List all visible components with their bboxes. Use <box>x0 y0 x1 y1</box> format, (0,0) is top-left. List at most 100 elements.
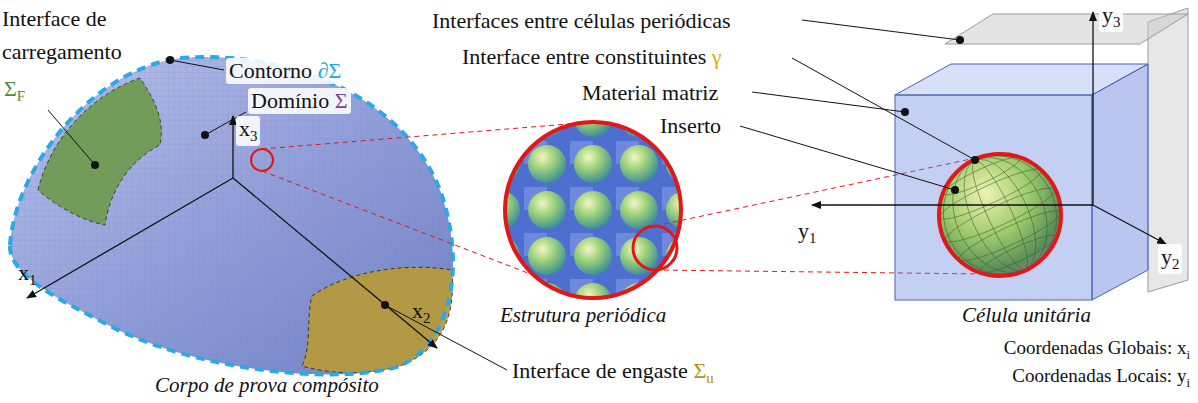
label-group: y2 <box>1158 244 1182 274</box>
axis-label: 1 <box>809 230 816 246</box>
matrix-plane <box>1092 64 1148 300</box>
note-label: x <box>1177 337 1187 358</box>
label-group: Célula unitária <box>962 300 1091 332</box>
loading-interface <box>38 78 161 225</box>
leader-dots <box>91 36 979 309</box>
interface-circle <box>939 154 1061 276</box>
leader-line <box>48 110 95 165</box>
axis-label: x <box>412 298 423 323</box>
note-label: i <box>1186 375 1190 390</box>
label-group: Interfaces entre células periódicas <box>432 4 731 37</box>
callout-label: Interface de carregamento <box>2 6 122 64</box>
axis-label: 3 <box>1113 14 1120 30</box>
label-group: x3 <box>236 116 260 146</box>
callout-label: Interface entre constituintes <box>462 44 706 69</box>
matrix-plane <box>895 64 1148 95</box>
axis-y1 <box>812 204 1093 205</box>
callout-label: Inserto <box>660 113 721 138</box>
callout-label: Σ <box>693 358 706 383</box>
leader-lines <box>48 20 975 370</box>
callout-label: ∂Σ <box>318 58 342 83</box>
symbol-label: F <box>17 88 25 104</box>
label-group: Inserto <box>660 109 721 142</box>
body-mesh <box>10 57 453 374</box>
leader-dot <box>901 108 909 116</box>
axis-x1 <box>27 178 233 298</box>
axis-label: 2 <box>423 310 430 326</box>
leader-dot <box>166 56 174 64</box>
axis-label: x <box>18 260 29 285</box>
leader-line <box>752 92 905 112</box>
label-group: y1 <box>798 214 816 250</box>
axis-label: 3 <box>250 128 257 144</box>
callout-label: γ <box>712 44 722 69</box>
body-contour <box>10 57 453 374</box>
insert-mesh <box>924 137 1076 293</box>
global-axes <box>27 116 437 348</box>
local-axes <box>812 12 1166 244</box>
label-group: Interface de engasteΣu <box>512 354 714 390</box>
leader-line <box>740 126 955 190</box>
leader-line <box>385 305 507 370</box>
note-label: Coordenadas Locais: <box>1012 365 1172 386</box>
clamp-interface <box>302 267 453 372</box>
body-fill <box>10 57 453 374</box>
periodic-outline <box>505 122 681 298</box>
label-group: Interface entre constituintesγ <box>462 40 722 73</box>
callout-label: Σ <box>335 88 348 113</box>
label-group: Contorno∂Σ <box>226 58 344 84</box>
callout-label: Material matriz <box>582 80 718 105</box>
unit-cell <box>895 8 1188 300</box>
note-label: i <box>1186 347 1190 362</box>
leader-dot <box>91 161 99 169</box>
periodic-structure <box>500 118 690 308</box>
label-group: y3 <box>1099 2 1123 32</box>
specimen-body <box>10 57 453 374</box>
callout-label: Interface de engaste <box>512 358 688 383</box>
label-group: x1 <box>18 256 36 292</box>
leader-dot <box>956 36 964 44</box>
label-group: Interface de carregamento <box>2 2 136 68</box>
leader-dot <box>201 131 209 139</box>
note-label: y <box>1177 365 1187 386</box>
leader-line <box>802 20 960 40</box>
matrix-plane <box>895 95 1092 300</box>
figure-caption: Estrutura periódica <box>500 303 666 327</box>
axis-label: 1 <box>29 272 36 288</box>
cell-zoom-circle <box>633 226 677 270</box>
leader-dot <box>951 186 959 194</box>
callout-label: Interfaces entre células periódicas <box>432 8 731 33</box>
callout-label: Domínio <box>251 88 329 113</box>
figure-caption: Corpo de prova compósito <box>155 373 379 397</box>
axis-label: 2 <box>1172 256 1179 272</box>
label-group: Corpo de prova compósito <box>155 370 379 402</box>
figure-caption: Célula unitária <box>962 303 1091 327</box>
axis-label: y <box>1102 2 1113 27</box>
label-group: Material matriz <box>582 76 718 109</box>
label-group: x2 <box>412 294 430 330</box>
zoom-circle <box>251 149 273 171</box>
cell-interface-plane <box>1148 8 1188 292</box>
label-group: Coordenadas Locais:yi <box>1012 362 1190 392</box>
label-group: DomínioΣ <box>248 88 351 114</box>
axis-x2 <box>233 178 437 348</box>
label-group: Estrutura periódica <box>500 300 666 332</box>
cell-interface-plane <box>945 14 1188 44</box>
leader-line <box>170 60 224 70</box>
periodic-cells <box>500 118 690 308</box>
label-group: ΣF <box>4 72 25 108</box>
axis-label: x <box>239 116 250 141</box>
callout-label: u <box>706 370 713 386</box>
label-group: Coordenadas Globais:xi <box>1004 334 1190 364</box>
axis-label: y <box>798 218 809 243</box>
insert-sphere <box>940 155 1060 275</box>
leader-dot <box>971 156 979 164</box>
symbol-label: Σ <box>4 76 17 101</box>
axis-y2 <box>1093 205 1166 244</box>
axis-y3 <box>1092 12 1093 205</box>
note-label: Coordenadas Globais: <box>1004 337 1172 358</box>
callout-label: Contorno <box>229 58 312 83</box>
axis-label: y <box>1161 244 1172 269</box>
axis-x3 <box>232 116 233 178</box>
